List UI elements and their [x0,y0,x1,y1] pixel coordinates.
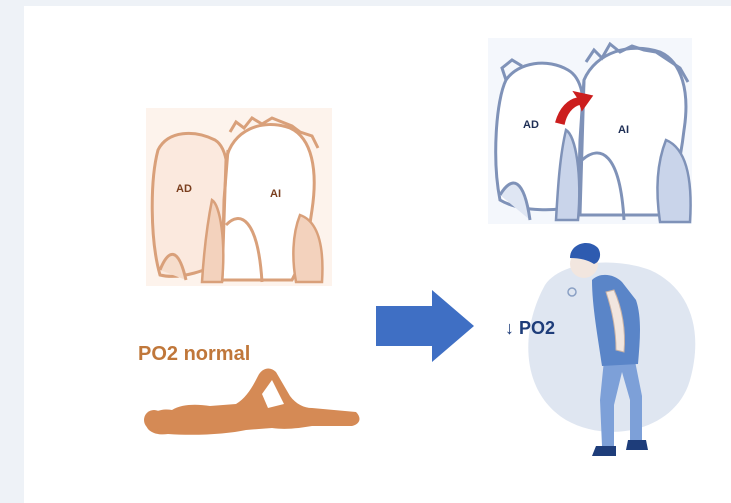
right-heart-icon [488,38,692,224]
left-heart-label-ad: AD [176,183,192,195]
right-heart-label-ai: AI [618,124,629,136]
po2-low-label: ↓ PO2 [505,318,555,339]
reclining-person-icon [144,369,359,435]
person-shoe-left [592,446,616,456]
right-heart-label-ad: AD [523,119,539,131]
po2-normal-label: PO2 normal [138,343,250,366]
left-heart-icon [146,108,332,286]
bent-standing-person-icon [528,243,695,456]
reclining-person-head [144,410,164,430]
left-heart-label-ai: AI [270,188,281,200]
reclining-person-body [146,369,360,435]
person-shoe-right [626,440,648,450]
right-arrow-icon [376,290,474,362]
